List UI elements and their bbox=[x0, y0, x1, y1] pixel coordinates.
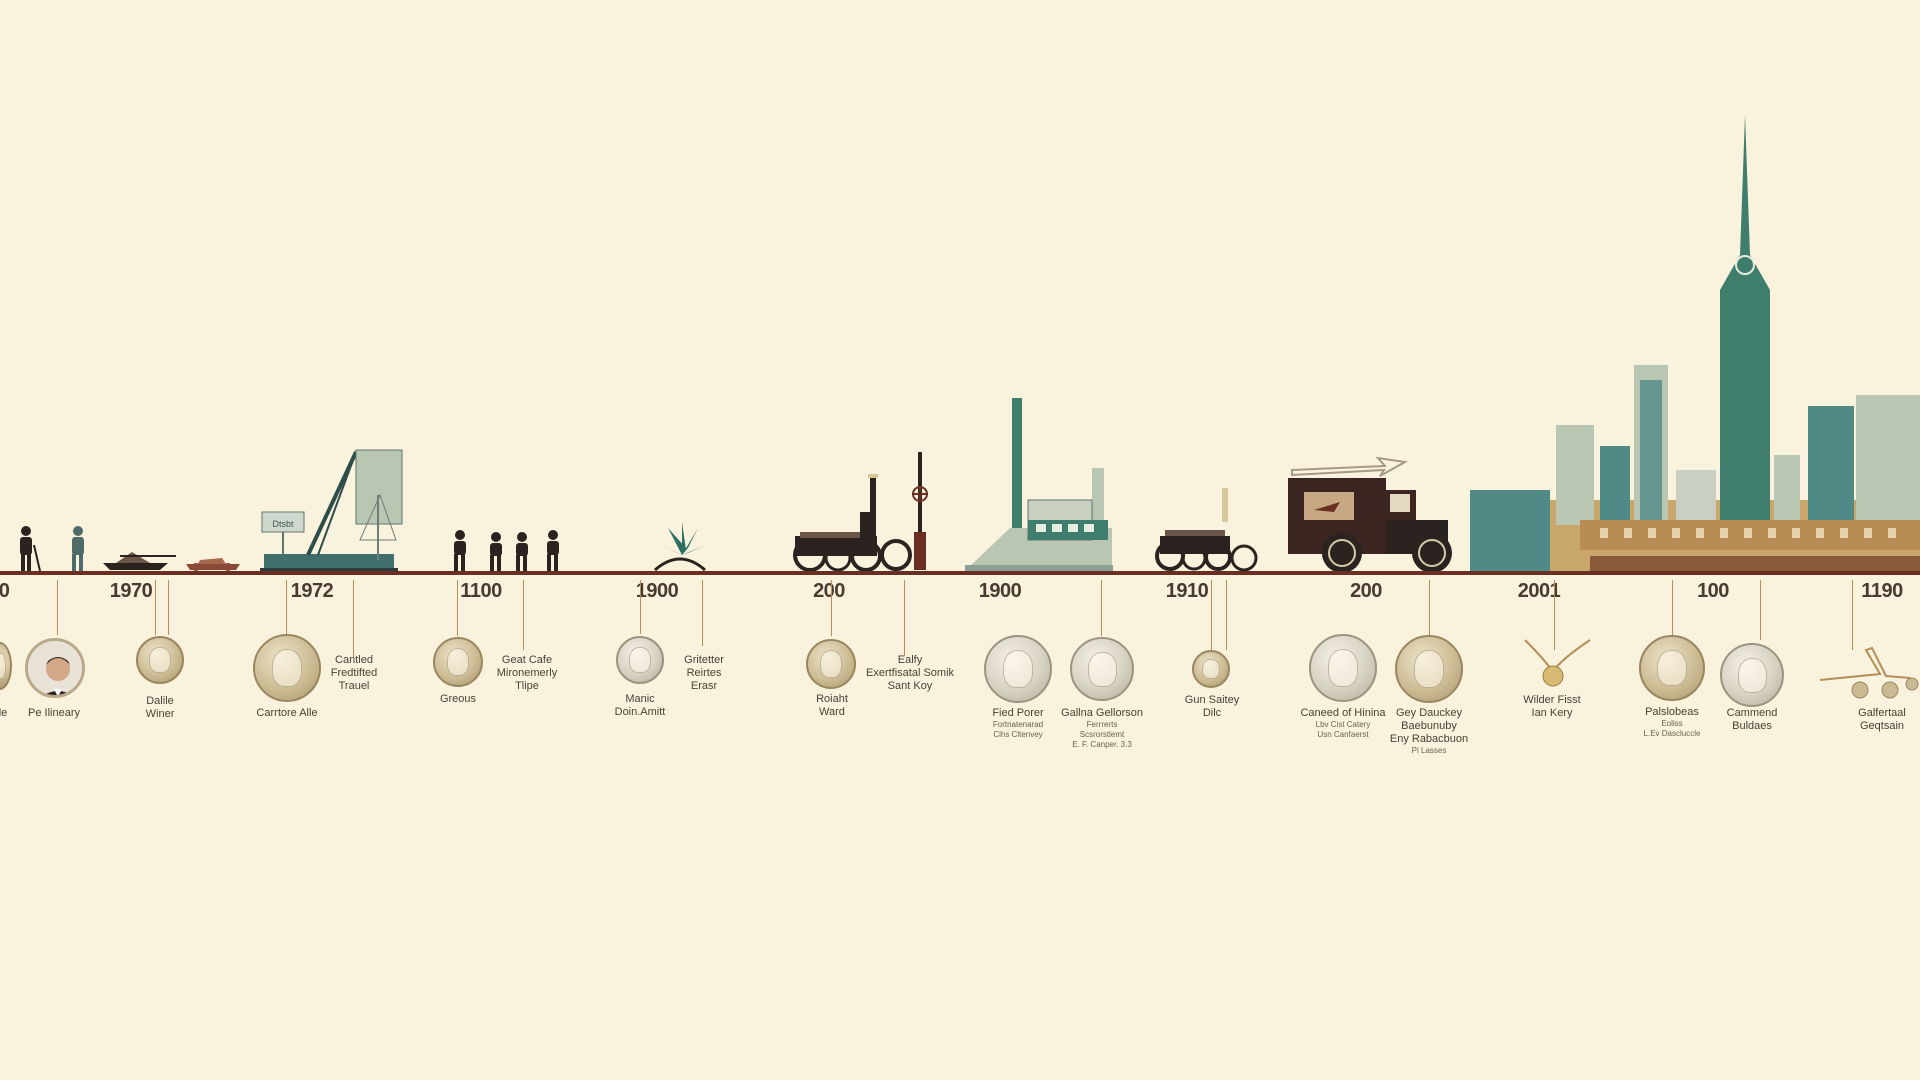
year-label: 1900 bbox=[635, 580, 679, 602]
leader-line bbox=[1211, 580, 1212, 650]
crane-sign-text: Dtsbt bbox=[272, 519, 294, 529]
leader-line bbox=[1760, 580, 1761, 640]
palm-tree-illustration bbox=[654, 522, 706, 572]
leader-line bbox=[702, 580, 703, 646]
leader-line bbox=[286, 580, 287, 636]
milestone-label: Carrtore Alle bbox=[256, 707, 318, 719]
year-label: 100 bbox=[1697, 580, 1729, 602]
leader-line bbox=[1429, 580, 1430, 636]
leader-line bbox=[168, 580, 169, 635]
year-label: 1900 bbox=[978, 580, 1022, 602]
coin-medallion bbox=[1639, 635, 1705, 701]
timeline-axis bbox=[0, 571, 1920, 575]
leader-line bbox=[155, 580, 156, 635]
year-label: 1970 bbox=[109, 580, 153, 602]
milestone-label: Greous bbox=[439, 693, 477, 705]
milestone-label: Gallna Gellorson Ferrrerts Scsrorstlemt … bbox=[1061, 707, 1143, 749]
leader-line bbox=[1672, 580, 1673, 636]
leader-line bbox=[904, 580, 905, 656]
year-label: 0 bbox=[0, 580, 10, 602]
leader-line bbox=[57, 580, 58, 635]
coin-medallion bbox=[433, 637, 483, 687]
leader-line bbox=[353, 580, 354, 658]
leader-line bbox=[1226, 580, 1227, 650]
coin-medallion bbox=[1192, 650, 1230, 688]
crane-illustration: Dtsbt bbox=[260, 449, 403, 572]
milestone-label: Palslobeas Eoliss L.Ev Dascluccle bbox=[1643, 706, 1701, 738]
boat-illustration bbox=[103, 552, 240, 571]
coin-medallion bbox=[984, 635, 1052, 703]
steam-engine-illustration bbox=[793, 452, 928, 572]
leader-line bbox=[457, 580, 458, 636]
coin-medallion bbox=[253, 634, 321, 702]
portrait-icon bbox=[28, 641, 82, 695]
year-label: 1972 bbox=[290, 580, 334, 602]
year-label: 1190 bbox=[1861, 580, 1903, 602]
leader-line bbox=[1852, 580, 1853, 650]
leader-line bbox=[1554, 580, 1555, 650]
milestone-label: Pe Ilineary bbox=[28, 707, 80, 719]
factory-illustration bbox=[965, 398, 1113, 571]
medal-ribbon-illustration bbox=[1524, 639, 1591, 687]
leader-line bbox=[831, 580, 832, 636]
coin-medallion bbox=[1395, 635, 1463, 703]
portrait-medallion bbox=[25, 638, 85, 698]
year-label: 200 bbox=[813, 580, 845, 602]
crowd-illustration bbox=[454, 530, 559, 571]
coin-medallion bbox=[1720, 643, 1784, 707]
leader-line bbox=[523, 580, 524, 650]
leader-line bbox=[1101, 580, 1102, 636]
antique-vehicle-illustration bbox=[1819, 646, 1919, 699]
coin-medallion bbox=[806, 639, 856, 689]
pedestrians-left-illustration bbox=[20, 526, 84, 572]
coin-medallion bbox=[616, 636, 664, 684]
coin-medallion bbox=[1309, 634, 1377, 702]
coin-medallion bbox=[1070, 637, 1134, 701]
vintage-truck-illustration bbox=[1288, 456, 1452, 573]
milestone-label: Fied Porer Fortnatenarad Cihs Cltenvey bbox=[992, 707, 1044, 739]
city-skyline-illustration bbox=[1470, 115, 1920, 572]
coin-medallion bbox=[136, 636, 184, 684]
year-label: 1910 bbox=[1165, 580, 1209, 602]
year-label: 1100 bbox=[460, 580, 502, 602]
year-label: 2001 bbox=[1517, 580, 1561, 602]
leader-line bbox=[640, 580, 641, 634]
milestone-label: le bbox=[0, 707, 8, 719]
tractor-illustration bbox=[1155, 488, 1258, 572]
milestone-label: Caneed of Hinina Lbv Cist Catery Usn Can… bbox=[1300, 707, 1386, 739]
year-label: 200 bbox=[1350, 580, 1382, 602]
